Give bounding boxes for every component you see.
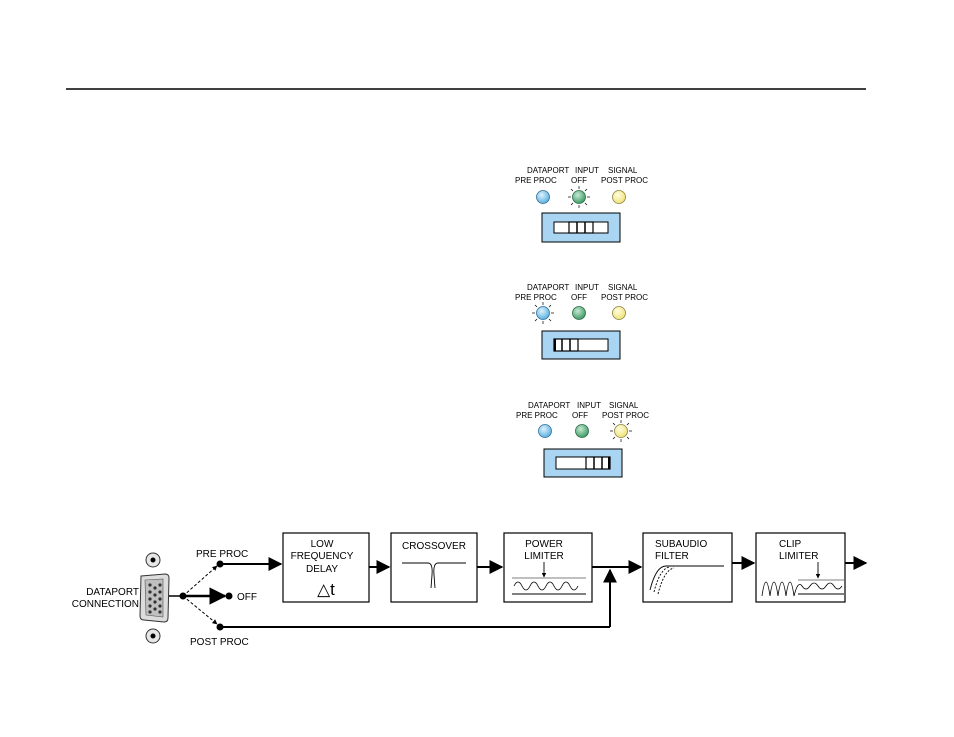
switch-panel-1: DATAPORT INPUT SIGNAL PRE PROC OFF POST … — [515, 166, 648, 242]
label-pre-proc: PRE PROC — [515, 176, 557, 185]
path-post-proc-dashed — [183, 596, 217, 624]
label-pre-proc: PRE PROC — [515, 293, 557, 302]
block-power-label-1: POWER — [525, 539, 563, 550]
label-off: OFF — [571, 176, 587, 185]
label-signal: SIGNAL — [608, 166, 638, 175]
led-post-proc — [615, 425, 628, 438]
signal-flow-diagram: DATAPORT CONNECTION PRE PROC OFF POST PR… — [72, 533, 866, 648]
label-post-proc: POST PROC — [601, 176, 648, 185]
block-lf-label-1: LOW — [311, 539, 334, 550]
switch-panel-3: DATAPORT INPUT SIGNAL PRE PROC OFF POST … — [516, 401, 649, 477]
label-signal: SIGNAL — [608, 283, 638, 292]
label-off: OFF — [571, 293, 587, 302]
delta-t-symbol: △t — [317, 580, 335, 599]
label-input: INPUT — [575, 166, 599, 175]
led-pre-proc — [539, 425, 552, 438]
block-power-label-2: LIMITER — [524, 551, 563, 562]
led-pre-proc — [537, 307, 550, 320]
block-clip-label-1: CLIP — [779, 539, 802, 550]
block-lf-label-2: FREQUENCY — [291, 551, 354, 562]
block-subaudio-label-2: FILTER — [655, 551, 689, 562]
label-post-proc-path: POST PROC — [190, 637, 249, 648]
label-input: INPUT — [575, 283, 599, 292]
switch-panel-2: DATAPORT INPUT SIGNAL PRE PROC OFF POST … — [515, 283, 648, 359]
led-post-proc — [613, 307, 626, 320]
switch-knob[interactable] — [586, 457, 610, 469]
led-off — [576, 425, 589, 438]
led-off — [573, 191, 586, 204]
dataport-connection-label-2: CONNECTION — [72, 599, 139, 610]
label-off: OFF — [572, 411, 588, 420]
label-dataport: DATAPORT — [527, 283, 569, 292]
label-pre-proc-path: PRE PROC — [196, 549, 248, 560]
block-crossover-label: CROSSOVER — [402, 541, 466, 552]
label-pre-proc: PRE PROC — [516, 411, 558, 420]
block-clip-label-2: LIMITER — [779, 551, 818, 562]
label-input: INPUT — [577, 401, 601, 410]
label-dataport: DATAPORT — [528, 401, 570, 410]
block-subaudio-label-1: SUBAUDIO — [655, 539, 707, 550]
label-dataport: DATAPORT — [527, 166, 569, 175]
label-signal: SIGNAL — [609, 401, 639, 410]
led-off — [573, 307, 586, 320]
switch-knob[interactable] — [569, 222, 593, 233]
switch-knob[interactable] — [554, 339, 578, 351]
label-off-path: OFF — [237, 592, 257, 603]
led-pre-proc — [537, 191, 550, 204]
dataport-connector — [140, 553, 169, 643]
led-post-proc — [613, 191, 626, 204]
label-post-proc: POST PROC — [601, 293, 648, 302]
block-lf-label-3: DELAY — [306, 564, 338, 575]
label-post-proc: POST PROC — [602, 411, 649, 420]
path-pre-proc-dashed — [183, 566, 217, 596]
contact-off — [226, 593, 233, 600]
dataport-connection-label: DATAPORT — [86, 587, 139, 598]
